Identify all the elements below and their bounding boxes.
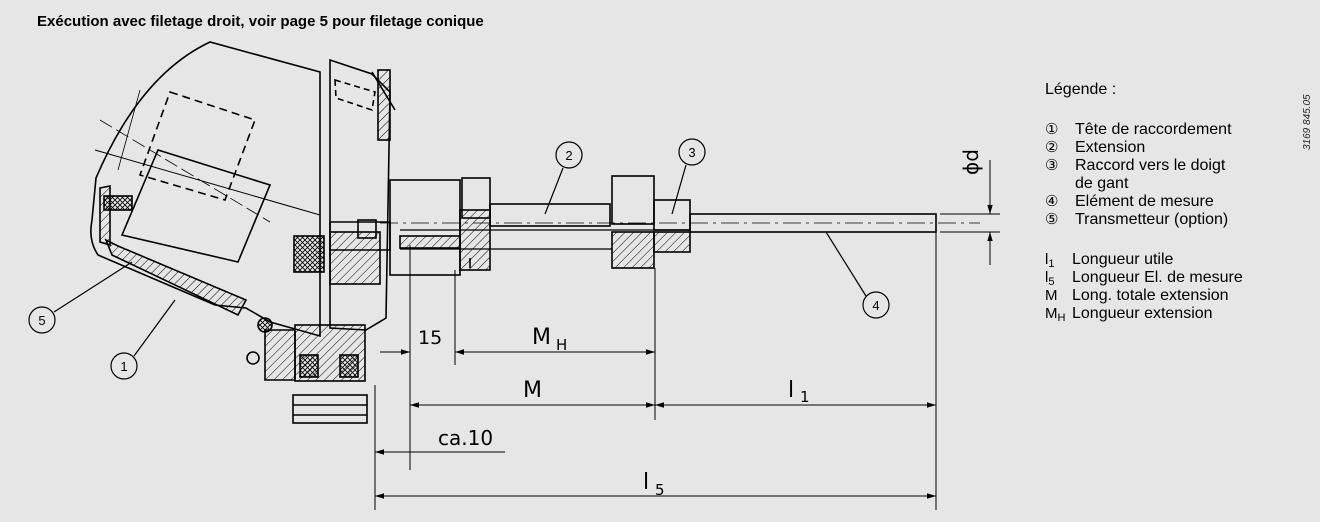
- neck-assembly: [246, 219, 391, 424]
- callout-5-label: 5: [38, 313, 45, 328]
- connection-head: [90, 41, 396, 338]
- callout-2: [555, 141, 583, 169]
- callout-4: [862, 291, 890, 319]
- page-title: Exécution avec filetage droit, voir page…: [37, 13, 484, 30]
- callout-3-label: 3: [688, 145, 695, 160]
- dim-ca10-label: ca.10: [438, 426, 493, 450]
- dimension-lines: [374, 160, 1000, 510]
- dim-mh-label: M: [532, 325, 551, 350]
- legend-title: Légende :: [1045, 81, 1117, 98]
- extension-tube: [389, 175, 691, 276]
- dim-l5-sub: 5: [655, 481, 665, 499]
- callout-4-label: 4: [872, 298, 879, 313]
- callout-1-label: 1: [120, 359, 127, 374]
- callout-1: [110, 352, 138, 380]
- dim-m-label: M: [523, 378, 542, 403]
- dim-l1-label: l: [788, 378, 794, 403]
- dim-mh-sub: H: [556, 336, 567, 354]
- callout-2-label: 2: [565, 148, 572, 163]
- dim-l1-sub: 1: [800, 388, 810, 406]
- legend-item-3-cont: de gant: [1075, 175, 1129, 192]
- callout-5: [28, 306, 56, 334]
- dim-15-label: 15: [418, 327, 442, 349]
- callouts: [28, 138, 890, 380]
- callout-3: [678, 138, 706, 166]
- measuring-element: [380, 213, 980, 233]
- dim-phid-label: ϕd: [959, 149, 983, 175]
- dim-l5-label: l: [643, 470, 649, 495]
